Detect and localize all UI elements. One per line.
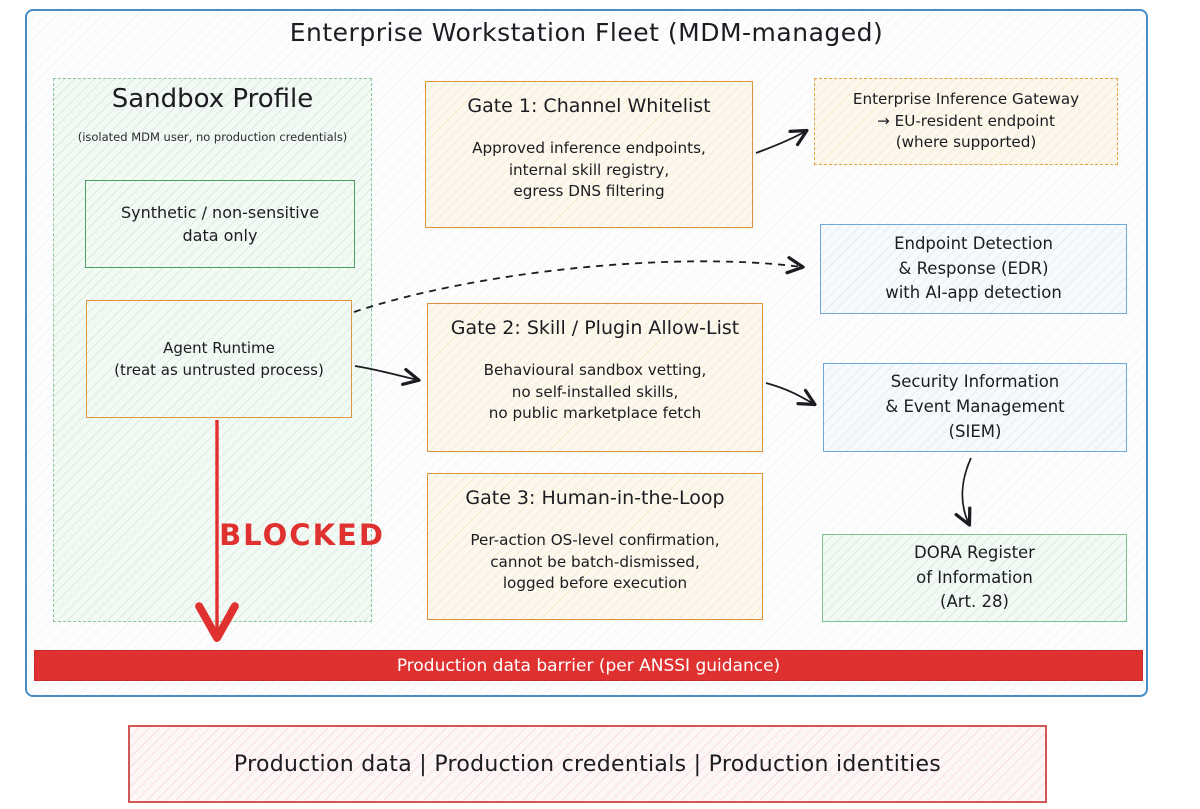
- sandbox-profile-group: [53, 78, 372, 622]
- gate3-node: Gate 3: Human-in-the-Loop Per-action OS-…: [427, 473, 763, 620]
- production-zone-node: Production data | Production credentials…: [128, 725, 1047, 803]
- gate3-body: Per-action OS-level confirmation, cannot…: [470, 531, 720, 593]
- sandbox-subtitle: (isolated MDM user, no production creden…: [77, 130, 348, 144]
- production-barrier-bar: Production data barrier (per ANSSI guida…: [34, 650, 1143, 681]
- inference-gateway-node: Enterprise Inference Gateway → EU-reside…: [814, 78, 1118, 165]
- diagram-title: Enterprise Workstation Fleet (MDM-manage…: [289, 18, 884, 47]
- synthetic-data-node: Synthetic / non-sensitive data only: [85, 180, 355, 268]
- edr-node: Endpoint Detection & Response (EDR) with…: [820, 224, 1127, 314]
- gate2-node: Gate 2: Skill / Plugin Allow-List Behavi…: [427, 303, 763, 452]
- gate3-title: Gate 3: Human-in-the-Loop: [465, 487, 725, 509]
- agent-runtime-node: Agent Runtime (treat as untrusted proces…: [86, 300, 352, 418]
- gate1-title: Gate 1: Channel Whitelist: [467, 95, 711, 117]
- gate1-node: Gate 1: Channel Whitelist Approved infer…: [425, 81, 753, 228]
- siem-node: Security Information & Event Management …: [823, 363, 1127, 452]
- gate1-body: Approved inference endpoints, internal s…: [472, 139, 706, 201]
- sandbox-title: Sandbox Profile: [111, 84, 314, 114]
- gate2-body: Behavioural sandbox vetting, no self-ins…: [483, 361, 707, 423]
- blocked-label: BLOCKED: [219, 518, 385, 552]
- gate2-title: Gate 2: Skill / Plugin Allow-List: [450, 317, 740, 339]
- dora-register-node: DORA Register of Information (Art. 28): [822, 534, 1127, 622]
